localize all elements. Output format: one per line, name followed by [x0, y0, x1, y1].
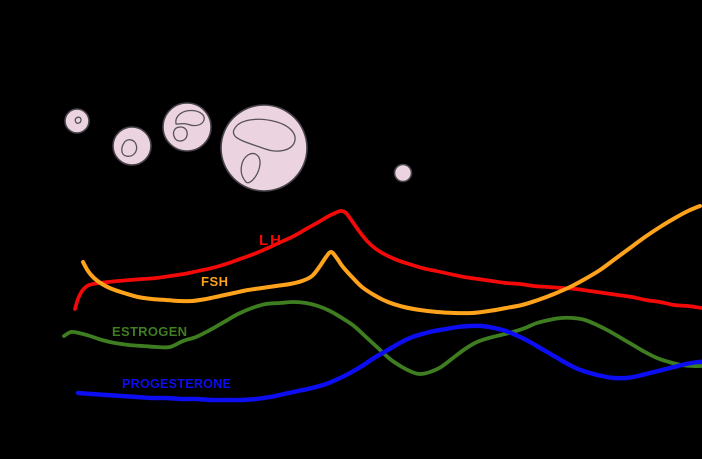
follicle-stage-growing-follicle: [112, 126, 152, 166]
curve-lh: [73, 209, 702, 311]
curve-progesterone: [75, 323, 702, 403]
mature-follicle-inner-detail: [240, 152, 261, 184]
follicle-stage-released-ovum: [393, 163, 413, 183]
small-follicle-inner-detail: [74, 116, 82, 124]
released-ovum-circle: [393, 163, 413, 183]
curve-label-lh: LH: [259, 232, 283, 249]
maturing-follicle-inner-detail: [175, 109, 205, 127]
small-follicle-circle: [64, 108, 90, 134]
follicle-stage-small-follicle: [64, 108, 90, 134]
mature-follicle-inner-detail: [232, 118, 296, 152]
curve-label-fsh: FSH: [201, 274, 229, 289]
curve-label-estrogen: ESTROGEN: [112, 324, 187, 339]
follicle-stage-maturing-follicle: [162, 102, 212, 152]
curve-label-progesterone: PROGESTERONE: [122, 377, 231, 391]
growing-follicle-inner-detail: [121, 139, 138, 157]
curve-estrogen: [62, 300, 702, 376]
growing-follicle-circle: [112, 126, 152, 166]
maturing-follicle-inner-detail: [172, 126, 188, 142]
curve-fsh: [81, 204, 702, 316]
follicle-stage-mature-follicle: [220, 104, 308, 192]
